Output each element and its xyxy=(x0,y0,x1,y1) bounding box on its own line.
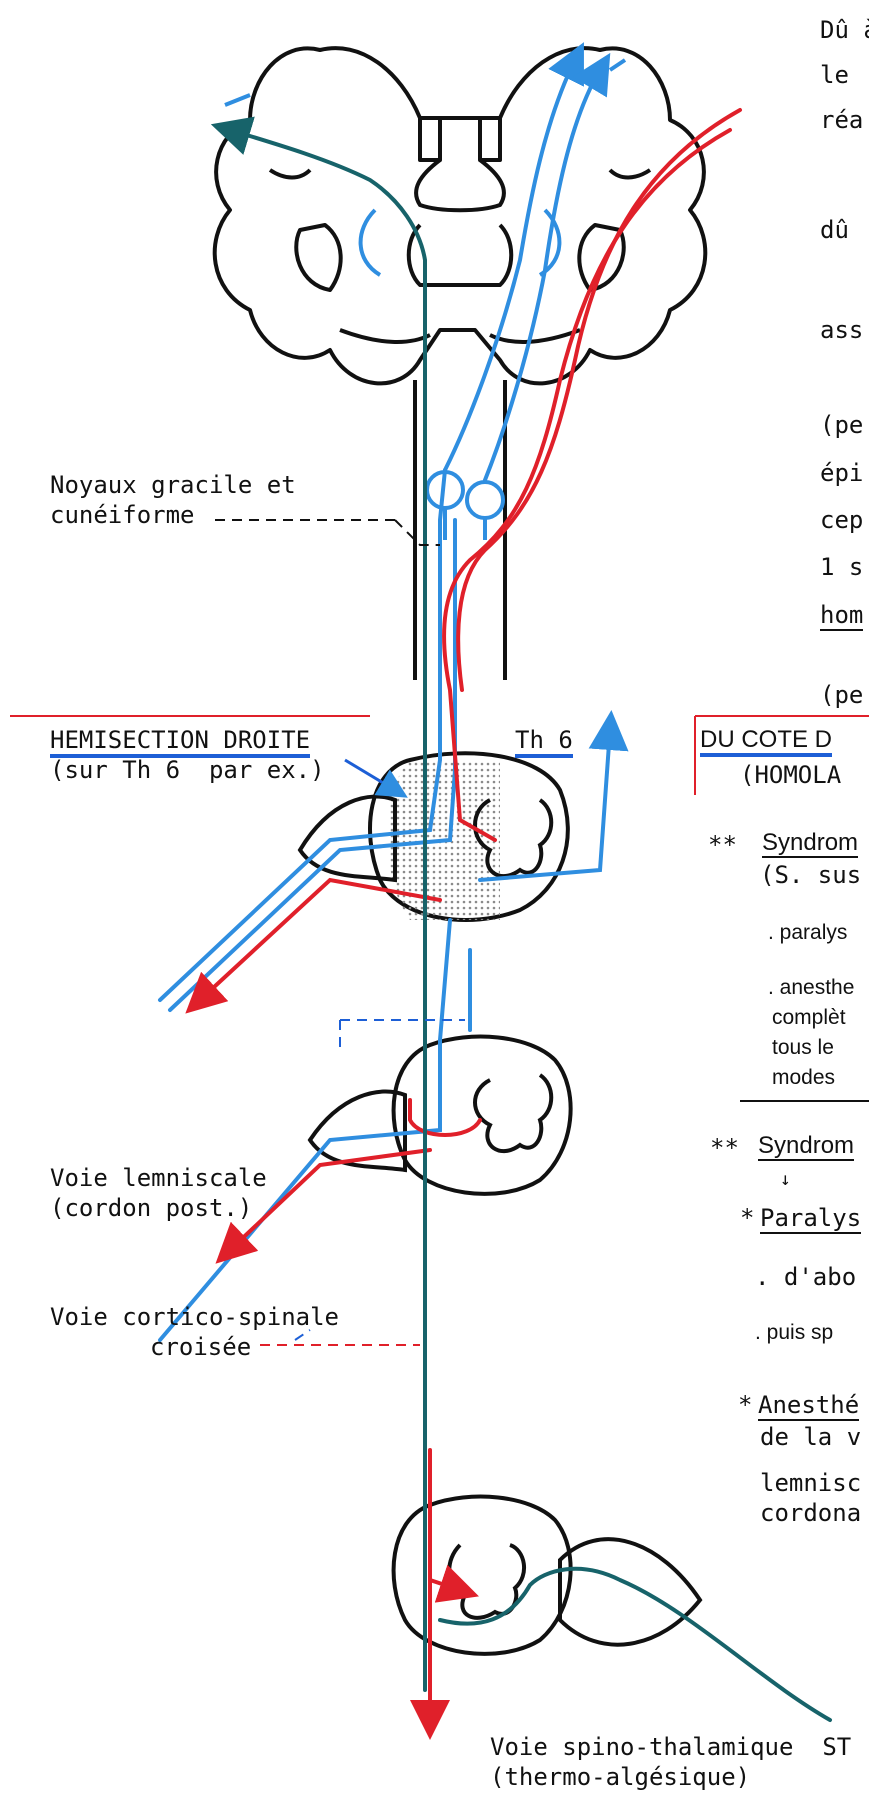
right-text-6: (pe xyxy=(820,410,863,440)
gracile-label-line1: Noyaux gracile et xyxy=(50,470,296,500)
anesthesia-title: Anesthé xyxy=(758,1390,859,1420)
syndrome2-arrow: ↓ xyxy=(780,1165,791,1195)
right-text-5: ass xyxy=(820,315,863,345)
anesthesia-line4: cordona xyxy=(760,1498,861,1528)
syndrome1-divider xyxy=(740,1100,869,1102)
hemisection-title: HEMISECTION DROITE xyxy=(50,725,310,755)
right-text-9: 1 s xyxy=(820,552,863,582)
paralysis-title: Paralys xyxy=(760,1203,861,1233)
syndrome1-bullet2-line3: tous le xyxy=(772,1033,834,1063)
spinothalamic-label-line2: (thermo-algésique) xyxy=(490,1762,750,1792)
level-label-text: Th 6 xyxy=(515,726,573,758)
lemniscal-label-line2: (cordon post.) xyxy=(50,1193,252,1223)
lemniscal-label-line1: Voie lemniscale xyxy=(50,1163,267,1193)
lemniscal-pathway xyxy=(160,60,610,1340)
syndrome1-bullet2-line1: . anesthe xyxy=(768,973,854,1003)
anesthesia-star: * xyxy=(738,1390,752,1420)
syndrome1-stars: ** xyxy=(708,830,737,860)
syndrome1-title-text: Syndrom xyxy=(762,829,858,858)
side-heading: DU COTE D xyxy=(700,725,832,755)
syndrome2-title: Syndrom xyxy=(758,1131,854,1161)
right-text-10: hom xyxy=(820,600,863,630)
syndrome1-sub: (S. sus xyxy=(760,860,861,890)
right-text-1: Dû à xyxy=(820,15,869,45)
side-heading-text: DU COTE D xyxy=(700,726,832,757)
syndrome1-bullet2-line2: complèt xyxy=(772,1003,846,1033)
anesthesia-title-text: Anesthé xyxy=(758,1391,859,1421)
right-text-8: cep xyxy=(820,505,863,535)
level-label: Th 6 xyxy=(515,725,573,755)
right-text-7: épi xyxy=(820,458,863,488)
syndrome1-bullet1: . paralys xyxy=(768,918,847,948)
paralysis-star: * xyxy=(740,1203,754,1233)
syndrome1-title: Syndrom xyxy=(762,828,858,858)
gracile-label-line2: cunéiforme xyxy=(50,500,195,530)
spinothalamic-pathway xyxy=(230,130,830,1720)
syndrome2-stars: ** xyxy=(710,1133,739,1163)
paralysis-item1: . d'abo xyxy=(755,1262,856,1292)
side-subheading: (HOMOLA xyxy=(740,760,841,790)
right-text-2: le xyxy=(820,60,849,90)
hemisection-subtitle: (sur Th 6 par ex.) xyxy=(50,755,325,785)
corticospinal-label-line2: croisée xyxy=(150,1332,251,1362)
paralysis-title-text: Paralys xyxy=(760,1204,861,1234)
anesthesia-line3: lemnisc xyxy=(760,1468,861,1498)
corticospinal-label-line1: Voie cortico-spinale xyxy=(50,1302,339,1332)
syndrome1-bullet2-line4: modes xyxy=(772,1063,835,1093)
anesthesia-line2: de la v xyxy=(760,1422,861,1452)
spinothalamic-label-line1: Voie spino-thalamique ST xyxy=(490,1732,851,1762)
right-text-3: réa xyxy=(820,105,863,135)
right-text-4: dû xyxy=(820,215,849,245)
right-text-10-text: hom xyxy=(820,601,863,631)
right-text-11: (pe xyxy=(820,680,863,710)
hemisection-title-text: HEMISECTION DROITE xyxy=(50,726,310,758)
syndrome2-title-text: Syndrom xyxy=(758,1132,854,1161)
spinal-section-th6 xyxy=(300,753,568,920)
paralysis-item2: . puis sp xyxy=(755,1318,833,1348)
